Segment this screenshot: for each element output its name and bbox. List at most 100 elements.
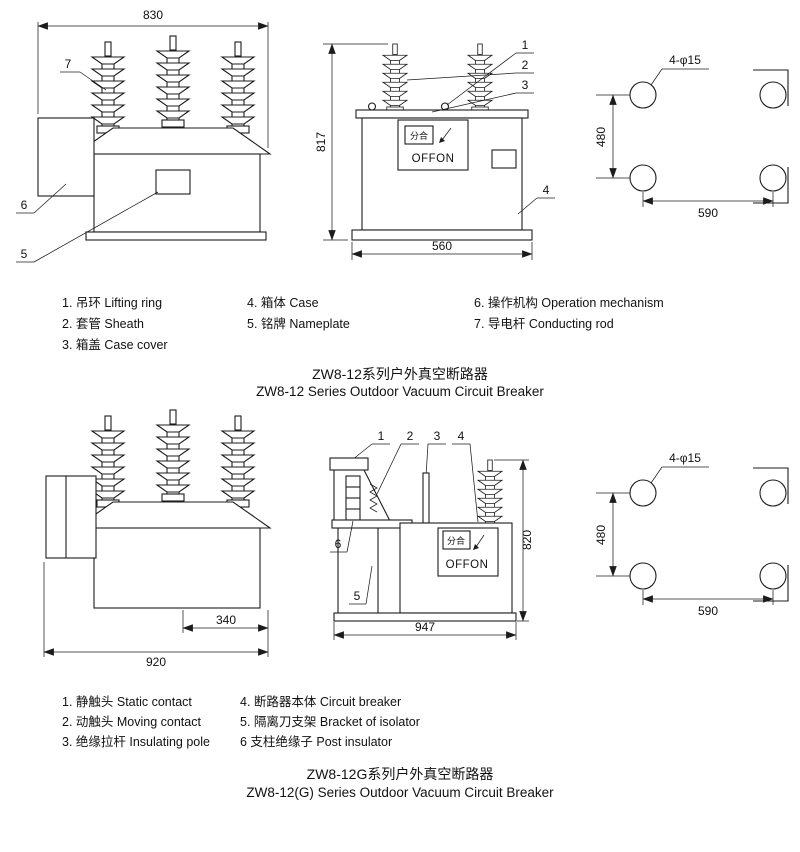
dim-920: 920 (43, 562, 269, 669)
panel-outline (397, 119, 469, 171)
dim-947: 947 (333, 620, 517, 640)
zw812-legend-col2: 4. 箱体 Case 5. 铭牌 Nameplate (247, 293, 350, 335)
bushing-insulators (91, 35, 255, 134)
case-body (93, 527, 261, 609)
legend-item: 2. 套管 Sheath (62, 317, 144, 331)
static-contact-bracket (329, 457, 369, 471)
dim-480: 480 (594, 492, 630, 577)
dim-560: 560 (351, 239, 533, 260)
legend-item: 5. 隔离刀支架 Bracket of isolator (240, 715, 420, 729)
base-plate (333, 612, 517, 622)
zw812-title-en: ZW8-12 Series Outdoor Vacuum Circuit Bre… (256, 384, 544, 399)
dim-830-label: 830 (143, 8, 163, 22)
zw812g-front-view: 340 920 (43, 409, 272, 669)
isolator-frame (45, 475, 97, 559)
callout-5-label: 5 (354, 589, 361, 603)
zw812-front-view: 830 7 6 5 (16, 8, 272, 263)
callout-5-label: 5 (21, 247, 28, 261)
dim-340-label: 340 (216, 613, 236, 627)
dim-480-label: 480 (594, 525, 608, 545)
leader-line (376, 443, 402, 495)
legend-item: 4. 箱体 Case (247, 296, 319, 310)
dim-590: 590 (642, 192, 774, 220)
leader-line (79, 71, 107, 91)
mount-hole (759, 562, 787, 590)
callout-6-label: 6 (21, 198, 28, 212)
case-base (351, 229, 533, 241)
callout-7: 7 (60, 57, 107, 91)
callout-3: 3 (425, 429, 446, 477)
lifting-ring (367, 102, 377, 111)
plate-corner (753, 467, 789, 504)
post-insulator (345, 475, 361, 521)
switch-indicator-box (442, 530, 471, 550)
callout-2: 2 (406, 58, 534, 81)
legend-item: 1. 吊环 Lifting ring (62, 296, 163, 310)
switch-label: 分合 (447, 535, 465, 546)
mount-hole (629, 164, 657, 192)
dim-820-label: 820 (520, 530, 534, 550)
plate-corner (753, 167, 789, 204)
legend-item: 6 支柱绝缘子 Post insulator (240, 735, 393, 749)
zw812-legend-col3: 6. 操作机构 Operation mechanism 7. 导电杆 Condu… (474, 293, 664, 335)
dim-817-label: 817 (314, 132, 328, 152)
dim-560-label: 560 (432, 239, 452, 253)
zw812-title-cn: ZW8-12系列户外真空断路器 (312, 366, 488, 382)
callout-6: 6 (16, 183, 67, 214)
dim-947-label: 947 (415, 620, 435, 634)
case-body (361, 117, 523, 231)
mount-hole (759, 164, 787, 192)
callout-3-label: 3 (434, 429, 441, 443)
dim-480: 480 (594, 94, 630, 179)
zw812g-side-view: 1 2 3 4 (329, 429, 534, 640)
leader-line (431, 92, 517, 113)
dim-480-label: 480 (594, 127, 608, 147)
legend-item: 4. 断路器本体 Circuit breaker (240, 695, 402, 709)
holes-label-group: 4-φ15 (650, 451, 709, 484)
leader-line (650, 466, 663, 484)
callout-2: 2 (376, 429, 419, 495)
callout-1-label: 1 (378, 429, 385, 443)
plate-corner (753, 565, 789, 602)
dim-590-label: 590 (698, 604, 718, 618)
zw812g-title-en: ZW8-12(G) Series Outdoor Vacuum Circuit … (246, 785, 554, 800)
callout-3-label: 3 (522, 78, 529, 92)
dim-590-label: 590 (698, 206, 718, 220)
panel-label: OFFON (412, 153, 455, 165)
callout-2-label: 2 (522, 58, 529, 72)
side-handle-box (491, 149, 517, 169)
nameplate (155, 169, 191, 195)
callout-3: 3 (431, 78, 534, 113)
legend-item: 3. 箱盖 Case cover (62, 338, 168, 352)
zw812g-legend-col1: 1. 静触头 Static contact 2. 动触头 Moving cont… (62, 692, 210, 752)
bushing-right (221, 415, 255, 508)
panel-outline (437, 527, 499, 577)
leader-line (469, 443, 479, 523)
dim-590: 590 (642, 590, 774, 618)
callout-1: 1 (351, 429, 390, 461)
leader-line (517, 197, 538, 215)
leader-line (346, 520, 354, 553)
plate-corner (753, 69, 789, 106)
bushing-right (221, 41, 255, 134)
leader-line (365, 565, 373, 605)
callout-1: 1 (446, 38, 534, 106)
legend-item: 2. 动触头 Moving contact (62, 715, 201, 729)
case-base (85, 231, 267, 241)
case-body (93, 153, 261, 233)
callout-4: 4 (517, 183, 555, 215)
moving-contact-blade (363, 469, 391, 522)
leader-line (406, 72, 517, 81)
legend-item: 3. 绝缘拉杆 Insulating pole (62, 735, 210, 749)
switch-handle-nib (439, 137, 445, 143)
zw812g-mounting-pattern: 4-φ15 480 590 (594, 451, 789, 618)
leader-line (650, 68, 663, 86)
zw812g-title-cn: ZW8-12G系列户外真空断路器 (306, 766, 494, 782)
bushing-insulators (91, 409, 255, 508)
bushing-middle (156, 409, 190, 502)
legend-item: 1. 静触头 Static contact (62, 695, 192, 709)
dim-820: 820 (494, 459, 534, 622)
zw812-mounting-pattern: 4-φ15 480 590 (594, 53, 789, 220)
switch-indicator-box (404, 125, 434, 145)
